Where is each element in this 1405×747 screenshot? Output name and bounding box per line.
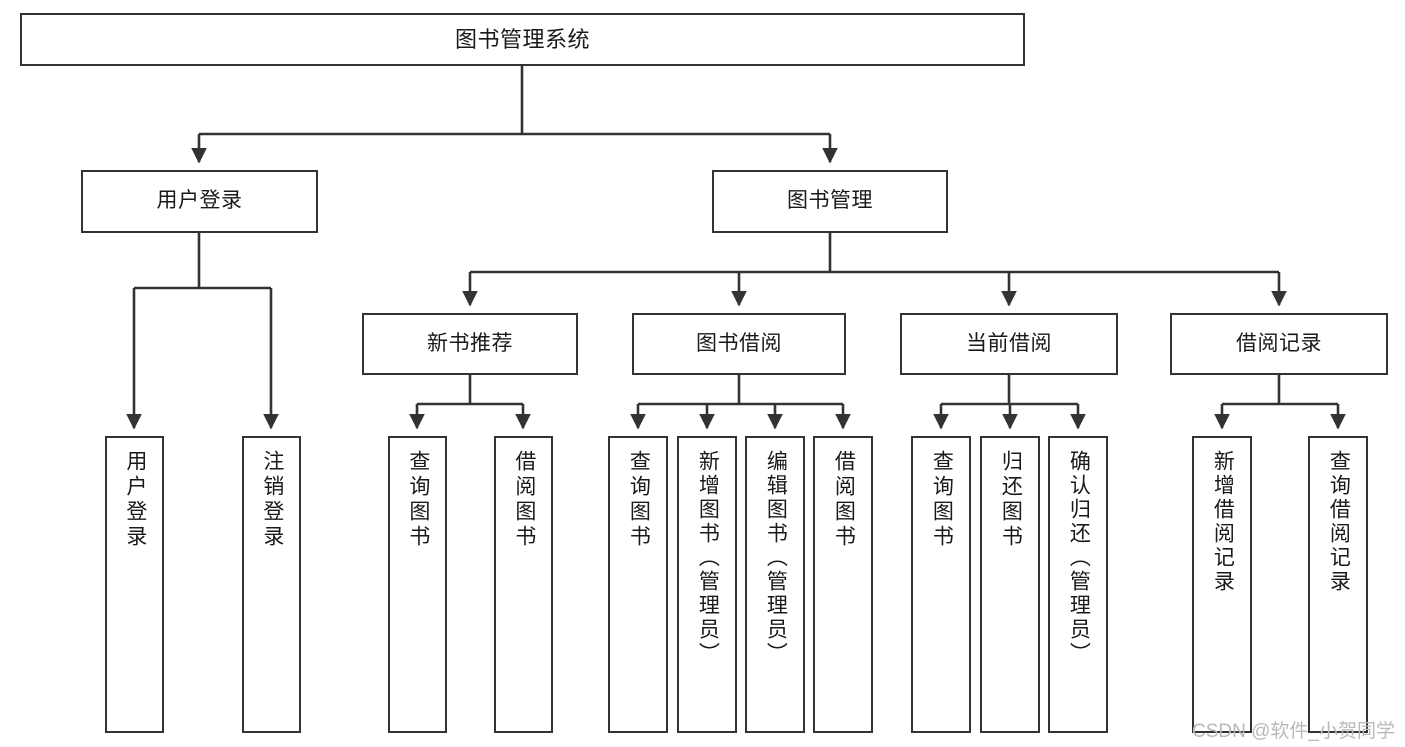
node-leaf-add-book-label: 新增图书（管理员）	[696, 450, 720, 666]
node-leaf-add-book[interactable]: 新增图书（管理员）	[677, 436, 737, 733]
node-leaf-edit-book[interactable]: 编辑图书（管理员）	[745, 436, 805, 733]
node-leaf-user-login-label: 用户登录	[123, 450, 147, 550]
node-leaf-confirm-return[interactable]: 确认归还（管理员）	[1048, 436, 1108, 733]
node-leaf-query-book-3[interactable]: 查询图书	[911, 436, 971, 733]
node-user-login-label: 用户登录	[156, 189, 243, 213]
node-root[interactable]: 图书管理系统	[20, 13, 1025, 66]
csdn-watermark-text: CSDN @软件_小贺同学	[1192, 721, 1395, 742]
node-new-book-recommend-label: 新书推荐	[427, 331, 513, 355]
node-leaf-borrow-book-1[interactable]: 借阅图书	[494, 436, 553, 733]
node-leaf-query-book-3-label: 查询图书	[930, 450, 954, 550]
node-leaf-confirm-return-label: 确认归还（管理员）	[1067, 450, 1091, 666]
node-leaf-add-record-label: 新增借阅记录	[1211, 450, 1235, 594]
node-borrow-record[interactable]: 借阅记录	[1170, 313, 1388, 375]
node-leaf-user-logout[interactable]: 注销登录	[242, 436, 301, 733]
node-leaf-add-record[interactable]: 新增借阅记录	[1192, 436, 1252, 733]
node-leaf-return-book[interactable]: 归还图书	[980, 436, 1040, 733]
node-root-label: 图书管理系统	[454, 26, 590, 52]
node-new-book-recommend[interactable]: 新书推荐	[362, 313, 578, 375]
node-leaf-borrow-book-2-label: 借阅图书	[832, 450, 856, 550]
node-book-borrow[interactable]: 图书借阅	[632, 313, 846, 375]
node-leaf-edit-book-label: 编辑图书（管理员）	[764, 450, 788, 666]
node-leaf-user-logout-label: 注销登录	[260, 450, 284, 550]
node-leaf-query-record[interactable]: 查询借阅记录	[1308, 436, 1368, 733]
node-book-management-label: 图书管理	[787, 189, 873, 213]
node-current-borrow-label: 当前借阅	[966, 331, 1052, 355]
node-current-borrow[interactable]: 当前借阅	[900, 313, 1118, 375]
node-leaf-query-record-label: 查询借阅记录	[1327, 450, 1351, 594]
node-leaf-user-login[interactable]: 用户登录	[105, 436, 164, 733]
node-leaf-query-book-2-label: 查询图书	[627, 450, 651, 550]
node-leaf-return-book-label: 归还图书	[999, 450, 1023, 550]
node-leaf-borrow-book-1-label: 借阅图书	[512, 450, 536, 550]
node-leaf-query-book-2[interactable]: 查询图书	[608, 436, 668, 733]
node-user-login[interactable]: 用户登录	[81, 170, 318, 233]
node-borrow-record-label: 借阅记录	[1236, 331, 1322, 355]
node-leaf-query-book-1[interactable]: 查询图书	[388, 436, 447, 733]
node-book-borrow-label: 图书借阅	[696, 331, 782, 355]
node-leaf-query-book-1-label: 查询图书	[406, 450, 430, 550]
csdn-watermark: CSDN @软件_小贺同学	[1192, 716, 1395, 743]
node-book-management[interactable]: 图书管理	[712, 170, 948, 233]
node-leaf-borrow-book-2[interactable]: 借阅图书	[813, 436, 873, 733]
